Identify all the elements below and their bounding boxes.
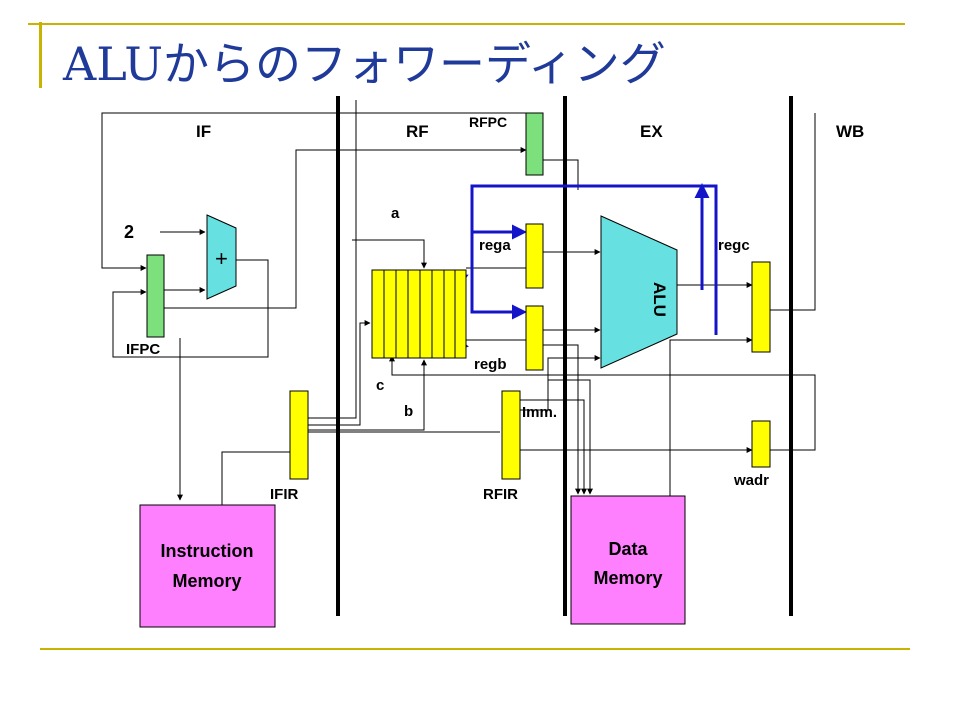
label-wadr: wadr	[733, 472, 769, 489]
constant-two: 2	[124, 222, 134, 242]
stage-dividers	[336, 96, 793, 616]
wire-ifir-to-port-c	[308, 320, 371, 426]
register-file-body	[371, 269, 467, 359]
alu-label: ALU	[650, 282, 669, 317]
alu-unit	[600, 215, 678, 369]
register-file	[371, 269, 467, 359]
instruction-memory-label-line2: Memory	[172, 571, 241, 591]
adder-symbol: +	[215, 246, 228, 271]
wire-ifir-to-port-a	[308, 100, 357, 419]
label-ifir: IFIR	[270, 486, 298, 503]
stage-label-ex: EX	[640, 122, 663, 141]
slide-title: ALUからのフォワーディング	[62, 37, 666, 91]
stage-label-if: IF	[196, 122, 211, 141]
ifpc-register	[146, 254, 165, 338]
wire-imem-to-ifir	[221, 451, 290, 505]
stage-label-wb: WB	[836, 122, 864, 141]
accent-left-bar	[39, 22, 42, 88]
wire-ifpc-to-rfpc	[164, 147, 527, 309]
slide-decoration	[28, 22, 910, 650]
wire-adder-to-ifpc	[112, 259, 269, 358]
instruction-memory-label-line1: Instruction	[161, 541, 254, 561]
regc-register	[751, 261, 771, 353]
wire-wadr-to-rf	[389, 355, 816, 451]
label-ifpc: IFPC	[126, 341, 160, 358]
ifir-register	[289, 390, 309, 480]
label-regc: regc	[718, 237, 750, 254]
label-imm: Imm.	[522, 404, 557, 421]
wire-ifir-to-port-b	[308, 359, 427, 431]
label-rfpc: RFPC	[469, 114, 507, 130]
label-rega: rega	[479, 237, 511, 254]
label-rfir: RFIR	[483, 486, 518, 503]
wire-pc-top-loop	[101, 112, 530, 271]
wiring	[101, 100, 816, 505]
data-memory-label-line1: Data	[608, 539, 648, 559]
forward-path-to-rega	[470, 184, 718, 335]
wire-regb-to-dmem	[543, 344, 581, 495]
regb-register	[525, 305, 544, 371]
wadr-register	[751, 420, 771, 468]
data-memory-label-line2: Memory	[593, 568, 662, 588]
wire-dmem-to-regc	[669, 337, 753, 496]
stage-label-rf: RF	[406, 122, 429, 141]
wire-regc-writeback	[770, 113, 816, 311]
label-port-a: a	[391, 205, 400, 222]
label-regb: regb	[474, 356, 507, 373]
rfpc-register	[525, 112, 544, 176]
rfir-register	[501, 390, 521, 480]
forward-path-to-regb	[470, 232, 527, 320]
label-port-b: b	[404, 403, 413, 420]
instruction-memory	[139, 504, 276, 628]
wire-port-a	[352, 239, 427, 269]
rega-register	[525, 223, 544, 289]
wire-rfir-to-dmem-b	[548, 379, 593, 495]
wire-rfir-to-dmem-a	[520, 399, 587, 495]
pc-adder	[206, 214, 237, 300]
wire-rfpc-to-ex	[543, 159, 579, 190]
label-port-c: c	[376, 377, 384, 394]
wire-imm-to-alu	[520, 355, 601, 411]
data-memory	[570, 495, 686, 625]
